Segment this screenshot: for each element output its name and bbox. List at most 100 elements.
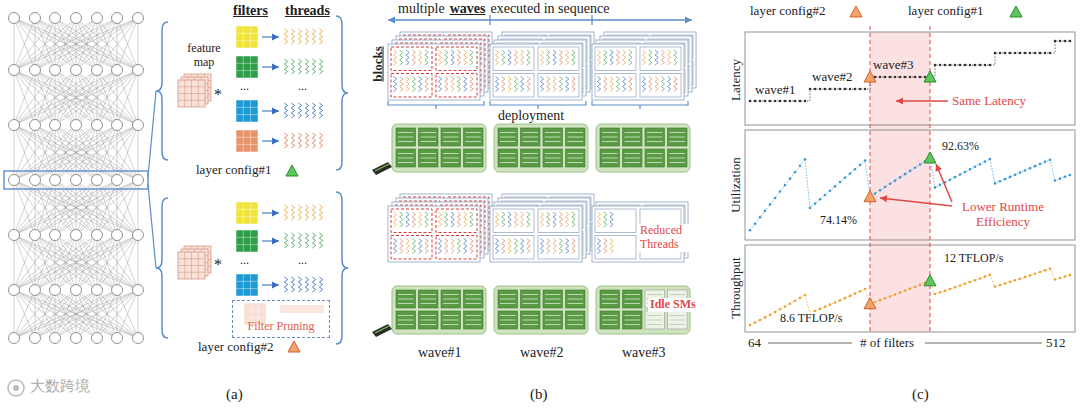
text-label: executed in sequence [490,1,609,17]
thread-squiggle [319,103,322,118]
network-edge [14,235,138,290]
thread-squiggle [502,239,505,254]
network-edge [55,18,138,70]
data-point [754,100,757,103]
sm-core-row [568,294,584,295]
chart-panel [745,130,1075,240]
filter-grid [236,237,258,238]
filter-grid [243,230,244,252]
sm-core-row [602,303,618,304]
filter-square [236,26,258,48]
sm-core-row [523,132,539,133]
neuron [50,175,61,186]
data-point [989,64,992,67]
data-point [789,302,792,305]
data-point [764,316,767,319]
sm-core-row [647,141,663,142]
filter-square [236,202,258,224]
sm-core-row [602,162,618,163]
thread-squiggle [616,50,619,65]
data-point [804,158,807,161]
thread-squiggle [291,233,294,248]
data-point [954,176,957,179]
thread-block [391,74,432,98]
network-edge [14,70,15,125]
data-point [1059,277,1062,280]
data-point [894,76,897,79]
network-edge [55,70,138,125]
config-triangle [850,6,862,17]
neuron [50,285,61,296]
network-edge [14,18,55,70]
sm-unit [464,128,484,146]
sm-unit [419,311,439,329]
text-label: wave#2 [812,70,852,85]
data-point [849,295,852,298]
thread-block [595,74,636,98]
thread-squiggle [400,239,403,254]
network-edge [35,290,138,338]
thread-squiggle [495,239,498,254]
sm-unit [498,149,518,167]
data-point [824,194,827,197]
sm-core-row [670,132,686,133]
thread-squiggle [425,239,428,254]
network-edge [117,235,138,290]
sm-core-row [602,324,618,325]
thread-squiggle [572,77,575,92]
network-edge [76,70,138,125]
timeline-head [388,17,395,24]
thread-squiggle [412,239,415,254]
data-point [974,64,977,67]
sm-unit [464,311,484,329]
thread-block [595,47,636,71]
data-point [1069,274,1072,277]
network-edge [14,290,55,338]
thread-squiggle [674,50,677,65]
network-edge [55,290,138,338]
thread-squiggle [284,103,287,118]
thread-squiggle [445,50,448,65]
network-edge [35,70,97,125]
data-point [829,88,832,91]
sm-core-row [443,303,459,304]
thread-squiggle [445,212,448,227]
data-point [814,88,817,91]
sm-core-row [625,153,641,154]
thread-squiggle [305,277,308,292]
thread-squiggle [540,77,543,92]
gpu-icon-stripe [375,164,389,171]
sm-core-row [545,299,561,300]
thread-squiggle [559,239,562,254]
thread-squiggle [406,212,409,227]
sm-unit [566,149,586,167]
data-point [934,186,937,189]
sm-core-row [500,320,516,321]
data-point [749,324,752,327]
network-edge [76,18,138,70]
text-label: feature map [178,42,230,70]
thread-squiggle [610,239,613,254]
sm-core-row [568,132,584,133]
filter-body [236,130,258,152]
data-point [864,159,867,162]
network-edge [14,235,76,290]
data-point [1024,52,1027,55]
thread-block [493,236,534,260]
network-edge [35,235,97,290]
filter-grid [250,274,251,296]
text-label: Same Latency [952,94,1026,109]
feature-map-layer [178,252,205,279]
thread-squiggle [393,239,396,254]
data-point [759,100,762,103]
text-label: * [214,86,222,104]
data-point [1034,272,1037,275]
network-edge [14,180,97,235]
network-edge [14,180,138,235]
data-point [1029,52,1032,55]
network-edge [14,125,35,180]
curly-brace [336,192,348,344]
data-point [944,289,947,292]
network-edge [97,70,138,125]
thread-squiggle [406,239,409,254]
